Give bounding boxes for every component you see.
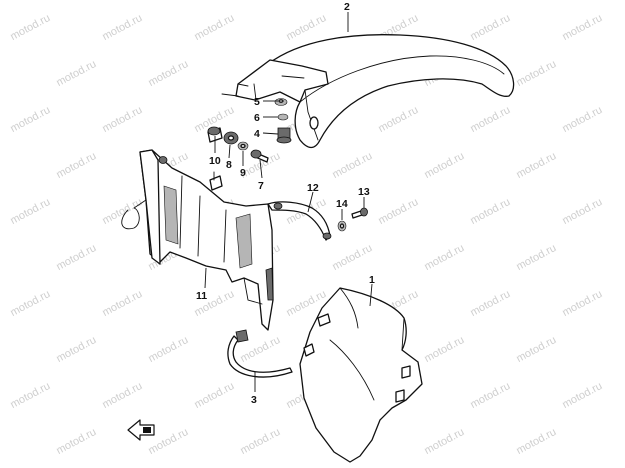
leader-lines bbox=[204, 12, 373, 392]
watermark-text: motod.ru bbox=[468, 104, 512, 135]
watermark-text: motod.ru bbox=[468, 196, 512, 227]
watermark-text: motod.ru bbox=[514, 334, 558, 365]
washer-part-8 bbox=[223, 131, 239, 145]
watermark-text: motod.ru bbox=[560, 380, 604, 411]
watermark-text: motod.ru bbox=[146, 58, 190, 89]
fender-bracket-part-11 bbox=[121, 149, 274, 331]
watermark-text: motod.ru bbox=[514, 150, 558, 181]
callout-13: 13 bbox=[358, 186, 370, 198]
nut-part-14 bbox=[337, 220, 347, 232]
bushing-part-10 bbox=[207, 126, 223, 143]
watermark-text: motod.ru bbox=[330, 150, 374, 181]
watermark-text: motod.ru bbox=[468, 288, 512, 319]
watermark-text: motod.ru bbox=[422, 426, 466, 457]
mud-guard-part-1 bbox=[299, 287, 423, 463]
watermark-text: motod.ru bbox=[54, 426, 98, 457]
watermark-text: motod.ru bbox=[100, 12, 144, 43]
band-part-3 bbox=[227, 329, 293, 378]
stay-part-12 bbox=[267, 201, 332, 241]
watermark-text: motod.ru bbox=[514, 242, 558, 273]
callout-11: 11 bbox=[196, 290, 207, 302]
watermark-text: motod.ru bbox=[8, 380, 52, 411]
watermark-text: motod.ru bbox=[54, 150, 98, 181]
watermark-text: motod.ru bbox=[376, 196, 420, 227]
callout-7: 7 bbox=[258, 180, 264, 192]
callout-2: 2 bbox=[344, 1, 350, 13]
watermark-text: motod.ru bbox=[100, 288, 144, 319]
watermark-text: motod.ru bbox=[146, 334, 190, 365]
watermark-text: motod.ru bbox=[54, 334, 98, 365]
watermark-text: motod.ru bbox=[54, 242, 98, 273]
callout-labels: 2 5 6 4 10 8 9 7 12 14 13 1 11 3 bbox=[196, 1, 375, 406]
watermark-text: motod.ru bbox=[330, 242, 374, 273]
watermark-text: motod.ru bbox=[422, 334, 466, 365]
watermark-text: motod.ru bbox=[8, 12, 52, 43]
watermark-text: motod.ru bbox=[422, 242, 466, 273]
washer-part-6 bbox=[277, 113, 289, 121]
callout-4: 4 bbox=[254, 128, 260, 140]
callout-6: 6 bbox=[254, 112, 260, 124]
callout-14: 14 bbox=[336, 198, 348, 210]
watermark-text: motod.ru bbox=[560, 104, 604, 135]
callout-3: 3 bbox=[251, 394, 257, 406]
watermark-text: motod.ru bbox=[192, 12, 236, 43]
watermark-text: motod.ru bbox=[376, 104, 420, 135]
watermark-text: motod.ru bbox=[514, 58, 558, 89]
callout-10: 10 bbox=[209, 155, 221, 167]
watermark-text: motod.ru bbox=[100, 380, 144, 411]
nut-part-9 bbox=[237, 141, 249, 151]
watermark-text: motod.ru bbox=[8, 196, 52, 227]
callout-8: 8 bbox=[226, 159, 232, 171]
hardware-group bbox=[207, 98, 292, 163]
watermark-text: motod.ru bbox=[8, 104, 52, 135]
callout-12: 12 bbox=[307, 182, 319, 194]
front-direction-arrow-icon bbox=[127, 419, 155, 441]
watermark-text: motod.ru bbox=[560, 12, 604, 43]
bolt-part-4 bbox=[276, 127, 292, 144]
watermark-text: motod.ru bbox=[54, 58, 98, 89]
callout-9: 9 bbox=[240, 167, 246, 179]
watermark-text: motod.ru bbox=[468, 380, 512, 411]
watermark-text: motod.ru bbox=[560, 288, 604, 319]
watermark-text: motod.ru bbox=[560, 196, 604, 227]
watermark-text: motod.ru bbox=[8, 288, 52, 319]
watermark-text: motod.ru bbox=[284, 12, 328, 43]
watermark-text: motod.ru bbox=[468, 12, 512, 43]
callout-1: 1 bbox=[369, 274, 375, 286]
callout-5: 5 bbox=[254, 96, 260, 108]
watermark-text: motod.ru bbox=[238, 426, 282, 457]
bolt-part-7 bbox=[250, 149, 269, 163]
watermark-text: motod.ru bbox=[192, 380, 236, 411]
watermark-text: motod.ru bbox=[514, 426, 558, 457]
rear-fender-part-2 bbox=[221, 34, 515, 149]
watermark-text: motod.ru bbox=[100, 104, 144, 135]
watermark-text: motod.ru bbox=[422, 150, 466, 181]
bolt-part-13 bbox=[351, 207, 368, 219]
